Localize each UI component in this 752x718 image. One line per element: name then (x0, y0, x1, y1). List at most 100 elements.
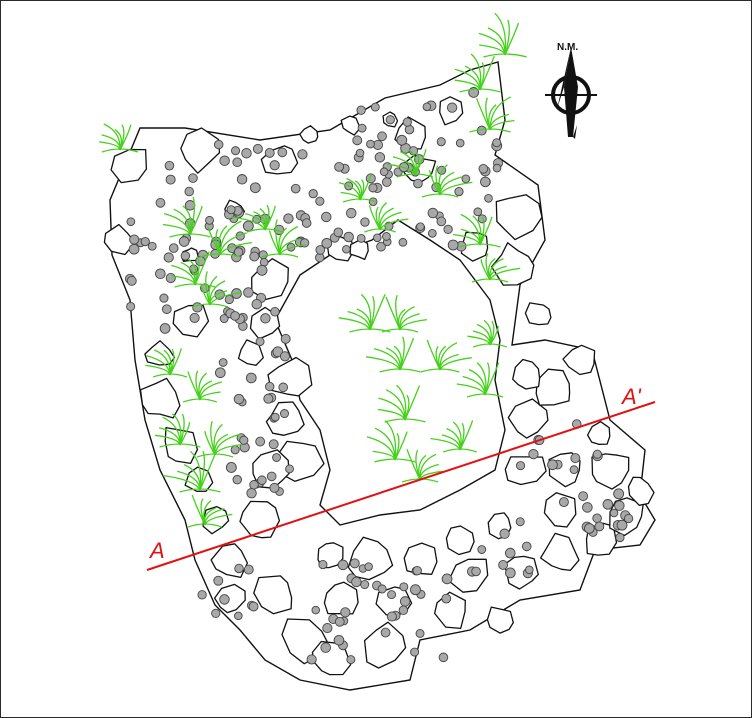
vegetation-icon (99, 123, 139, 153)
pebble-icon (416, 222, 425, 231)
pebble-icon (592, 449, 602, 459)
pebble-icon (126, 275, 137, 286)
stone-icon (486, 606, 514, 634)
pebble-icon (345, 207, 357, 219)
stone-icon (403, 542, 438, 575)
pebble-icon (422, 102, 432, 112)
vegetation-layer (99, 12, 527, 528)
pebble-icon (399, 596, 411, 607)
vegetation-icon (182, 370, 222, 403)
pebble-icon (180, 251, 191, 261)
vegetation-icon (453, 213, 501, 248)
pebble-icon (398, 605, 409, 615)
pebble-icon (279, 351, 291, 362)
pebble-icon (192, 302, 203, 313)
pebble-icon (164, 160, 175, 171)
pebble-icon (382, 232, 391, 241)
pebble-icon (233, 393, 245, 405)
stone-icon (490, 242, 535, 286)
pebble-icon (455, 138, 465, 148)
pebble-icon (197, 590, 207, 600)
pebble-icon (349, 558, 360, 569)
pebble-icon (272, 453, 281, 462)
pebble-icon (242, 220, 254, 232)
north-arrow-icon (545, 47, 597, 139)
pebble-icon (524, 565, 534, 575)
pebble-icon (477, 545, 487, 554)
pebble-icon (270, 412, 280, 422)
pebble-icon (616, 519, 628, 531)
pebble-icon (260, 313, 271, 324)
section-line (146, 401, 656, 571)
stone-icon (139, 377, 181, 419)
pebble-icon (255, 337, 265, 347)
pebble-icon (521, 541, 532, 552)
vegetation-icon (199, 220, 252, 258)
pebble-icon (243, 287, 254, 298)
pebble-icon (478, 164, 489, 174)
pebble-icon (159, 323, 171, 334)
pebble-icon (233, 247, 244, 257)
pebble-icon (211, 608, 221, 619)
stone-icon (627, 476, 655, 506)
vegetation-icon (420, 339, 472, 373)
pebble-icon (219, 155, 230, 166)
pebble-icon (321, 211, 332, 223)
pebble-icon (264, 147, 275, 158)
vegetation-icon (430, 420, 478, 453)
pebble-icon (412, 566, 422, 576)
pebble-icon (301, 218, 312, 228)
stone-icon (103, 223, 136, 256)
pebble-icon (385, 115, 395, 125)
pebble-icon (504, 567, 516, 579)
pebble-icon (320, 642, 331, 653)
stone-icon (524, 302, 552, 326)
pebble-icon (165, 174, 176, 185)
pebble-icon (279, 409, 290, 419)
stone-icon (495, 194, 543, 241)
pebble-icon (613, 488, 625, 500)
vegetation-icon (162, 450, 221, 493)
pebble-icon (236, 174, 248, 185)
pebble-icon (594, 521, 605, 532)
pebble-icon (243, 564, 254, 575)
pebble-icon (615, 532, 625, 543)
pebble-icon (410, 584, 421, 596)
pebble-icon (356, 105, 366, 115)
pebble-icon (368, 183, 378, 193)
pebble-icon (225, 462, 237, 473)
vegetation-icon (471, 253, 521, 283)
vegetation-icon (456, 362, 504, 398)
pebble-icon (246, 488, 257, 499)
pebble-icon (427, 228, 437, 238)
pebble-icon (578, 491, 589, 502)
stone-icon (586, 421, 611, 445)
vegetation-icon (467, 319, 508, 348)
pebble-icon (372, 233, 382, 243)
stone-icon (253, 575, 293, 615)
pebble-icon (165, 272, 176, 284)
pebble-icon (128, 243, 140, 255)
pebble-icon (230, 311, 240, 321)
pebble-icon (252, 143, 263, 154)
vegetation-icon (401, 448, 443, 483)
pebble-icon (234, 563, 244, 574)
stone-icon (180, 127, 221, 174)
pebble-icon (528, 448, 539, 460)
pebble-icon (476, 125, 487, 136)
pebble-icon (614, 500, 625, 511)
pebble-icon (315, 196, 325, 206)
pebble-icon (318, 560, 328, 570)
vegetation-icon (338, 174, 378, 203)
pebble-icon (584, 523, 595, 534)
vegetation-icon (377, 384, 426, 423)
pebble-icon (290, 183, 301, 194)
pebble-icon (322, 622, 333, 634)
pebble-icon (308, 189, 318, 199)
pebble-icon (547, 459, 558, 471)
stone-icon (299, 125, 319, 144)
stone-icon (265, 401, 305, 436)
pebble-icon (219, 594, 230, 605)
stone-icon (164, 426, 199, 465)
pebble-icon (569, 465, 579, 475)
